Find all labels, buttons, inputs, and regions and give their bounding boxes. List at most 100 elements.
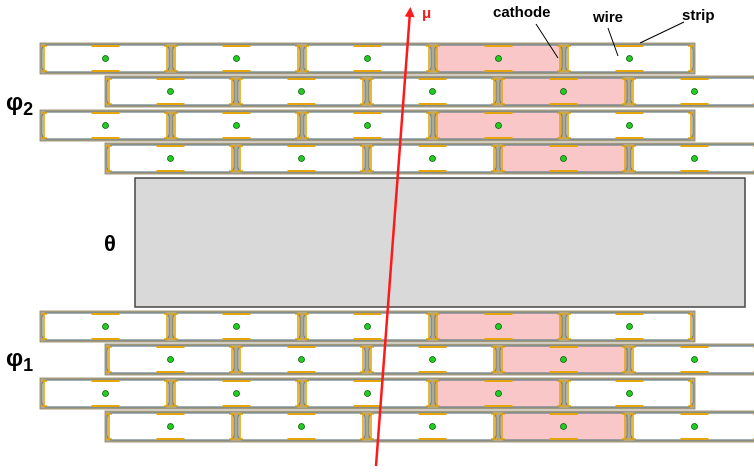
anode-wire [298, 155, 305, 162]
wire-label: wire [592, 9, 623, 26]
drift-cell [303, 44, 432, 73]
drift-cell [106, 345, 235, 374]
cathode-edge [295, 45, 301, 72]
cathode-edge [499, 346, 505, 373]
cathode-edge [491, 413, 497, 440]
cathode-edge [229, 346, 235, 373]
chamber-layers [39, 42, 754, 443]
cathode-edge [622, 78, 628, 105]
anode-wire [429, 88, 436, 95]
cathode-edge [360, 145, 366, 172]
tube-layer-phi1 [104, 410, 754, 443]
drift-cell [499, 77, 628, 106]
drift-cell [565, 312, 694, 341]
cathode-edge [295, 380, 301, 407]
cathode-edge [237, 78, 243, 105]
cathode-edge [237, 413, 243, 440]
theta-chamber-block [134, 177, 746, 308]
anode-wire [364, 323, 371, 330]
anode-wire [429, 155, 436, 162]
cathode-edge [229, 78, 235, 105]
drift-cell [368, 144, 497, 173]
cathode-edge [295, 112, 301, 139]
phi2-label: φ2 [6, 89, 33, 119]
drift-cell [237, 77, 366, 106]
cathode-edge [172, 380, 178, 407]
drift-cell [565, 379, 694, 408]
cathode-edge [434, 112, 440, 139]
drift-cell [106, 144, 235, 173]
cathode-edge [557, 112, 563, 139]
drift-cell [499, 144, 628, 173]
anode-wire [495, 55, 502, 62]
drift-cell [368, 345, 497, 374]
cathode-edge [106, 145, 112, 172]
anode-wire [560, 423, 567, 430]
cathode-edge [630, 145, 636, 172]
cathode-edge [164, 112, 170, 139]
anode-wire [560, 155, 567, 162]
cathode-edge [499, 413, 505, 440]
cathode-edge [368, 145, 374, 172]
cathode-edge [172, 45, 178, 72]
cathode-edge [434, 380, 440, 407]
drift-cell [368, 412, 497, 441]
anode-wire [364, 390, 371, 397]
cathode-edge [491, 145, 497, 172]
anode-wire [495, 323, 502, 330]
drift-cell [172, 312, 301, 341]
cathode-edge [688, 380, 694, 407]
cathode-edge [41, 45, 47, 72]
drift-cell [499, 345, 628, 374]
drift-cell [237, 345, 366, 374]
anode-wire [102, 122, 109, 129]
anode-wire [102, 55, 109, 62]
wire-pointer [607, 27, 619, 57]
cathode-edge [565, 112, 571, 139]
tube-layer-phi1 [39, 310, 696, 343]
cathode-edge [622, 413, 628, 440]
cathode-edge [106, 346, 112, 373]
cathode-edge [426, 45, 432, 72]
drift-cell [237, 412, 366, 441]
anode-wire [560, 88, 567, 95]
anode-wire [626, 323, 633, 330]
cathode-edge [630, 78, 636, 105]
drift-cell [106, 412, 235, 441]
cathode-edge [434, 45, 440, 72]
drift-cell [499, 412, 628, 441]
drift-cell [630, 345, 754, 374]
anode-wire [495, 122, 502, 129]
anode-wire [364, 122, 371, 129]
cathode-edge [164, 313, 170, 340]
cathode-edge [491, 78, 497, 105]
tube-layer-phi1 [39, 377, 696, 410]
cathode-edge [565, 45, 571, 72]
strip-label: strip [682, 7, 715, 24]
cathode-edge [41, 380, 47, 407]
drift-cell [41, 111, 170, 140]
cathode-edge [557, 313, 563, 340]
cathode-edge [368, 413, 374, 440]
anode-wire [626, 390, 633, 397]
drift-cell [303, 111, 432, 140]
anode-wire [429, 356, 436, 363]
cathode-edge [688, 313, 694, 340]
cathode-edge [237, 346, 243, 373]
drift-cell [565, 111, 694, 140]
tube-layer-phi2 [39, 42, 696, 75]
cathode-edge [622, 346, 628, 373]
muon-label: μ [422, 5, 431, 22]
cathode-edge [565, 313, 571, 340]
drift-cell [368, 77, 497, 106]
cathode-edge [295, 313, 301, 340]
anode-wire [626, 122, 633, 129]
anode-wire [691, 155, 698, 162]
cathode-edge [630, 346, 636, 373]
drift-cell [41, 44, 170, 73]
phi2-subscript: 2 [23, 99, 33, 119]
tube-layer-phi1 [104, 343, 754, 376]
cathode-edge [106, 78, 112, 105]
cathode-edge [237, 145, 243, 172]
